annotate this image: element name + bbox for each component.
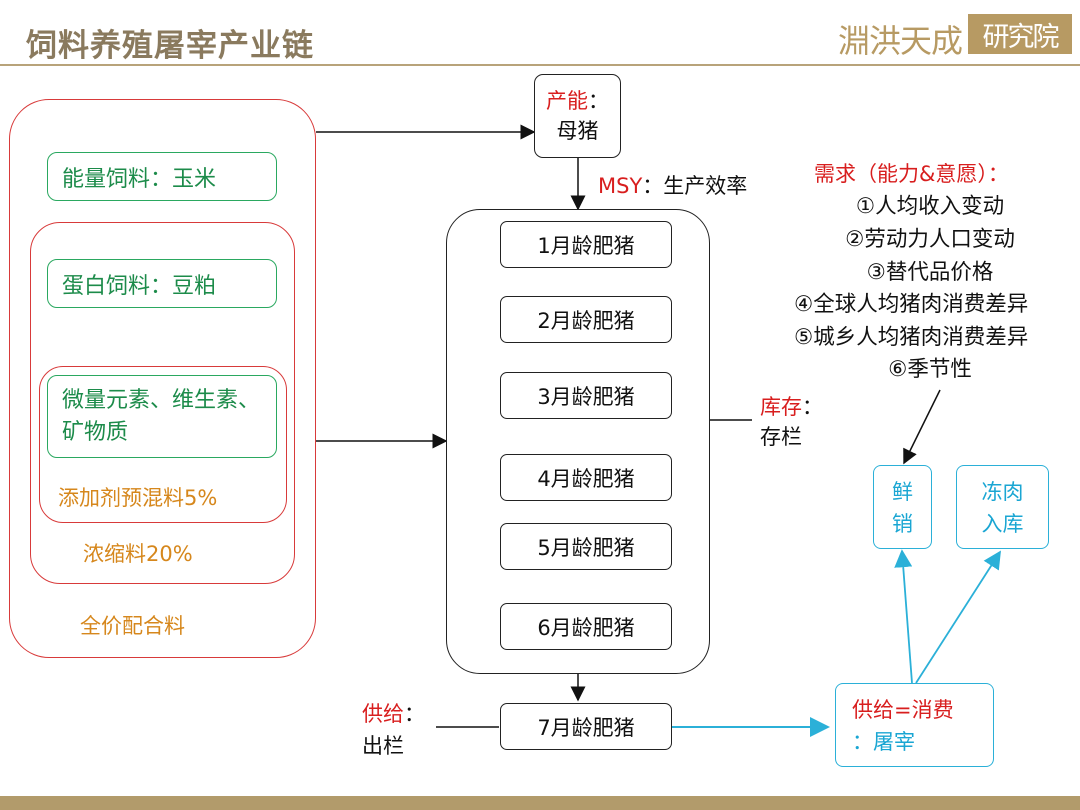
supply-label: 供给 xyxy=(362,702,404,726)
micro-nutrients-text: 微量元素、维生素、矿物质 xyxy=(62,387,261,445)
inventory-annotation: 库存： 存栏 xyxy=(760,392,823,452)
demand-item-2: ②劳动力人口变动 xyxy=(845,227,1015,252)
supply-consumption-box: 供给=消费 ：屠宰 xyxy=(835,683,994,767)
page-title: 饲料养殖屠宰产业链 xyxy=(26,28,314,64)
balance-line-1: 供给=消费 xyxy=(852,698,954,722)
pig-age-7: 7月龄肥猪 xyxy=(500,703,672,750)
pig-growth-container xyxy=(446,209,710,674)
frozen-line-1: 冻肉 xyxy=(981,480,1024,504)
capacity-label: 产能 xyxy=(546,89,588,113)
fresh-sales-text: 鲜销 xyxy=(892,480,913,536)
energy-feed-box: 能量饲料：玉米 xyxy=(47,152,277,201)
inventory-label: 库存 xyxy=(760,395,802,419)
arrow-balance-to-frozen xyxy=(915,550,1001,684)
inventory-colon: ： xyxy=(802,395,823,419)
concentrate-box xyxy=(30,222,295,584)
frozen-line-2: 入库 xyxy=(981,512,1024,536)
frozen-storage-box: 冻肉 入库 xyxy=(956,465,1049,549)
logo-box: 研究院 xyxy=(968,14,1072,54)
msy-annotation: MSY：生产效率 xyxy=(598,170,747,200)
micro-nutrients-box: 微量元素、维生素、矿物质 xyxy=(47,375,277,458)
fresh-sales-box: 鲜销 xyxy=(873,465,932,549)
complete-feed-label: 全价配合料 xyxy=(80,614,185,638)
demand-item-4: ④全球人均猪肉消费差异 xyxy=(794,292,1029,317)
footer-bar xyxy=(0,796,1080,810)
capacity-box: 产能： 母猪 xyxy=(534,74,621,158)
supply-colon: ： xyxy=(404,702,425,726)
inventory-value: 存栏 xyxy=(760,425,802,449)
supply-value: 出栏 xyxy=(362,734,404,758)
demand-item-1: ①人均收入变动 xyxy=(855,194,1005,219)
pig-age-4: 4月龄肥猪 xyxy=(500,454,672,501)
demand-title: 需求（能力&意愿）： xyxy=(814,162,1009,186)
arrow-demand-to-fresh xyxy=(903,389,941,465)
header-divider xyxy=(0,64,1080,66)
pig-age-5: 5月龄肥猪 xyxy=(500,523,672,570)
demand-item-6: ⑥季节性 xyxy=(888,357,972,382)
balance-line-2: ：屠宰 xyxy=(852,730,915,754)
msy-label: MSY xyxy=(598,174,643,198)
pig-age-1: 1月龄肥猪 xyxy=(500,221,672,268)
capacity-value: 母猪 xyxy=(556,119,599,143)
protein-feed-box: 蛋白饲料：豆粕 xyxy=(47,259,277,308)
pig-age-2: 2月龄肥猪 xyxy=(500,296,672,343)
arrow-balance-to-fresh xyxy=(894,549,913,684)
capacity-colon: ： xyxy=(588,89,609,113)
premix-box xyxy=(39,366,287,523)
pig-age-6: 6月龄肥猪 xyxy=(500,603,672,650)
supply-annotation: 供给： 出栏 xyxy=(362,698,425,762)
complete-feed-box xyxy=(9,99,316,658)
pig-age-3: 3月龄肥猪 xyxy=(500,372,672,419)
premix-label: 添加剂预混料5% xyxy=(58,486,218,510)
demand-item-3: ③替代品价格 xyxy=(866,260,994,285)
concentrate-label: 浓缩料20% xyxy=(83,542,193,566)
msy-text: ：生产效率 xyxy=(642,174,748,198)
demand-item-5: ⑤城乡人均猪肉消费差异 xyxy=(794,325,1029,350)
logo-text: 淵洪天成 xyxy=(838,22,963,60)
